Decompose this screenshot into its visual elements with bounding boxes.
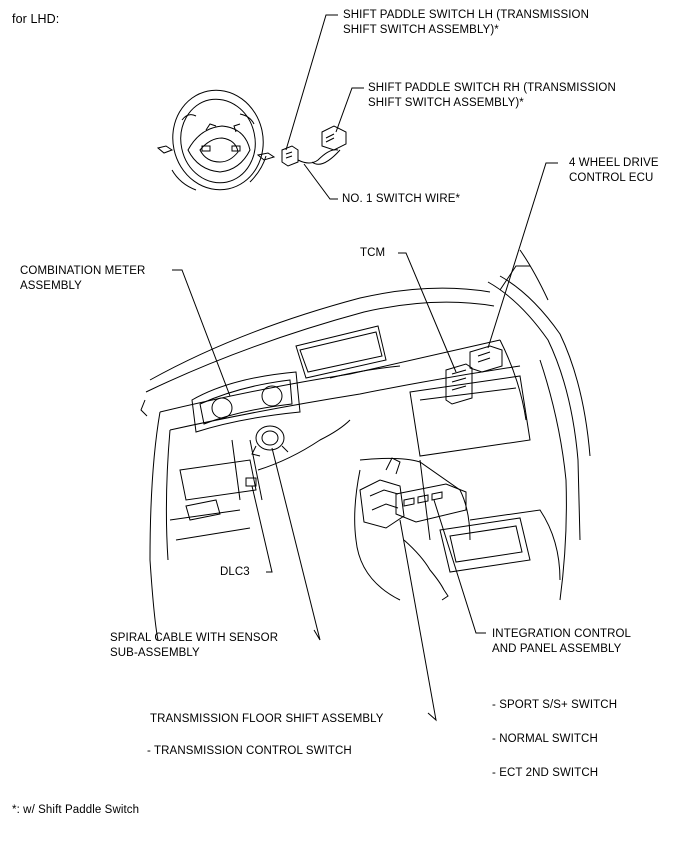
label-line: SHIFT SWITCH ASSEMBLY)* [368, 97, 524, 109]
label-transmission-control-switch: - TRANSMISSION CONTROL SWITCH [147, 745, 352, 757]
label-no1-switch-wire: NO. 1 SWITCH WIRE* [342, 193, 461, 205]
leader-dlc3 [251, 485, 273, 573]
leader-spiral [271, 447, 321, 641]
leader-lines [172, 14, 558, 722]
label-line: ASSEMBLY [20, 280, 82, 292]
label-line: AND PANEL ASSEMBLY [492, 643, 622, 655]
label-line: SUB-ASSEMBLY [110, 647, 200, 659]
label-line: INTEGRATION CONTROL [492, 628, 632, 640]
leader-paddle-rh [335, 87, 364, 133]
label-4wd-control-ecu: 4 WHEEL DRIVE CONTROL ECU [569, 156, 659, 186]
steering-wheel-detail [156, 89, 276, 191]
label-shift-paddle-lh: SHIFT PADDLE SWITCH LH (TRANSMISSION SHI… [343, 8, 589, 38]
label-combination-meter: COMBINATION METER ASSEMBLY [20, 264, 145, 294]
leader-floor-shift [399, 519, 437, 722]
label-line: SHIFT PADDLE SWITCH RH (TRANSMISSION [368, 82, 616, 94]
label-transmission-floor-shift: TRANSMISSION FLOOR SHIFT ASSEMBLY [150, 713, 384, 725]
label-spiral-cable: SPIRAL CABLE WITH SENSOR SUB-ASSEMBLY [110, 631, 278, 661]
paddle-switch-lh [281, 145, 299, 167]
label-ect-2nd-switch: - ECT 2ND SWITCH [492, 767, 599, 779]
label-line: COMBINATION METER [20, 265, 146, 277]
leader-paddle-lh [285, 14, 338, 151]
footnote: *: w/ Shift Paddle Switch [12, 804, 140, 816]
label-tcm: TCM [360, 247, 386, 259]
leader-meter [172, 269, 231, 397]
dashboard-interior [140, 249, 591, 641]
label-line: SHIFT PADDLE SWITCH LH (TRANSMISSION [343, 9, 589, 21]
label-normal-switch: - NORMAL SWITCH [492, 733, 598, 745]
leader-integration [433, 499, 486, 634]
label-line: CONTROL ECU [569, 172, 654, 184]
leader-switch-wire [303, 163, 338, 200]
leader-4wd-ecu [487, 162, 558, 349]
paddle-switch-rh [321, 125, 347, 151]
label-line: 4 WHEEL DRIVE [569, 157, 659, 169]
label-integration-control-panel: INTEGRATION CONTROL AND PANEL ASSEMBLY [492, 627, 631, 657]
label-dlc3: DLC3 [220, 566, 250, 578]
switch-wire-harness [297, 149, 341, 165]
label-line: SHIFT SWITCH ASSEMBLY)* [343, 24, 499, 36]
label-line: SPIRAL CABLE WITH SENSOR [110, 632, 279, 644]
label-sport-switch: - SPORT S/S+ SWITCH [492, 699, 618, 711]
leader-tcm [398, 252, 457, 373]
region-label: for LHD: [12, 12, 60, 26]
label-shift-paddle-rh: SHIFT PADDLE SWITCH RH (TRANSMISSION SHI… [368, 81, 616, 111]
